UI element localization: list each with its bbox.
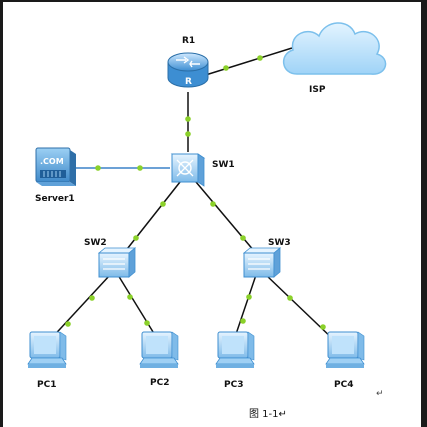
router-glyph: R [185,77,192,87]
pc1-label: PC1 [37,380,56,390]
pc-icon[interactable] [27,331,67,368]
link-r1-isp [195,47,293,79]
r1-label: R1 [182,36,195,46]
isp-label: ISP [309,85,326,95]
link-dot [160,201,166,207]
pc3-label: PC3 [224,380,243,390]
server-badge: .COM [40,157,64,166]
sw1-label: SW1 [212,160,235,170]
link-dot [185,131,191,137]
core-switch-icon[interactable] [170,153,206,187]
server1-label: Server1 [35,194,75,204]
link-dot [257,55,263,61]
link-dot [89,295,95,301]
link-dot [240,318,246,324]
link-dot [137,165,143,171]
access-switch-icon[interactable] [97,247,137,278]
sw3-label: SW3 [268,238,291,248]
link-dot [210,201,216,207]
link-dot [223,65,229,71]
figure-caption: 图 1-1↵ [249,408,287,420]
link-dot [320,324,326,330]
link-sw3-pc4 [265,274,337,343]
frame-top-edge [0,0,427,2]
link-dot [287,295,293,301]
link-sw1-sw3 [195,181,261,259]
link-sw1-sw2 [119,181,181,259]
link-dot [95,165,101,171]
pc4-label: PC4 [334,380,353,390]
link-sw3-pc3 [233,274,257,341]
link-dot [246,294,252,300]
router-icon[interactable]: R [167,52,209,88]
link-dot [185,116,191,122]
links [47,47,337,343]
access-switch-icon[interactable] [242,247,282,278]
frame-right-edge [421,0,427,427]
link-sw2-pc2 [117,274,159,341]
pc-icon[interactable] [325,331,365,368]
server-icon[interactable]: .COM [35,147,76,186]
sw2-label: SW2 [84,238,107,248]
pc2-label: PC2 [150,378,169,388]
link-sw2-pc1 [47,274,111,343]
link-dot [127,294,133,300]
link-dot [144,320,150,326]
cloud-icon[interactable] [283,22,387,75]
link-dots [65,55,326,330]
pc-icon[interactable] [215,331,255,368]
link-dot [240,235,246,241]
link-dot [133,235,139,241]
return-mark: ↵ [376,389,384,399]
pc-icon[interactable] [139,331,179,368]
frame-left-edge [0,0,3,427]
link-dot [65,321,71,327]
